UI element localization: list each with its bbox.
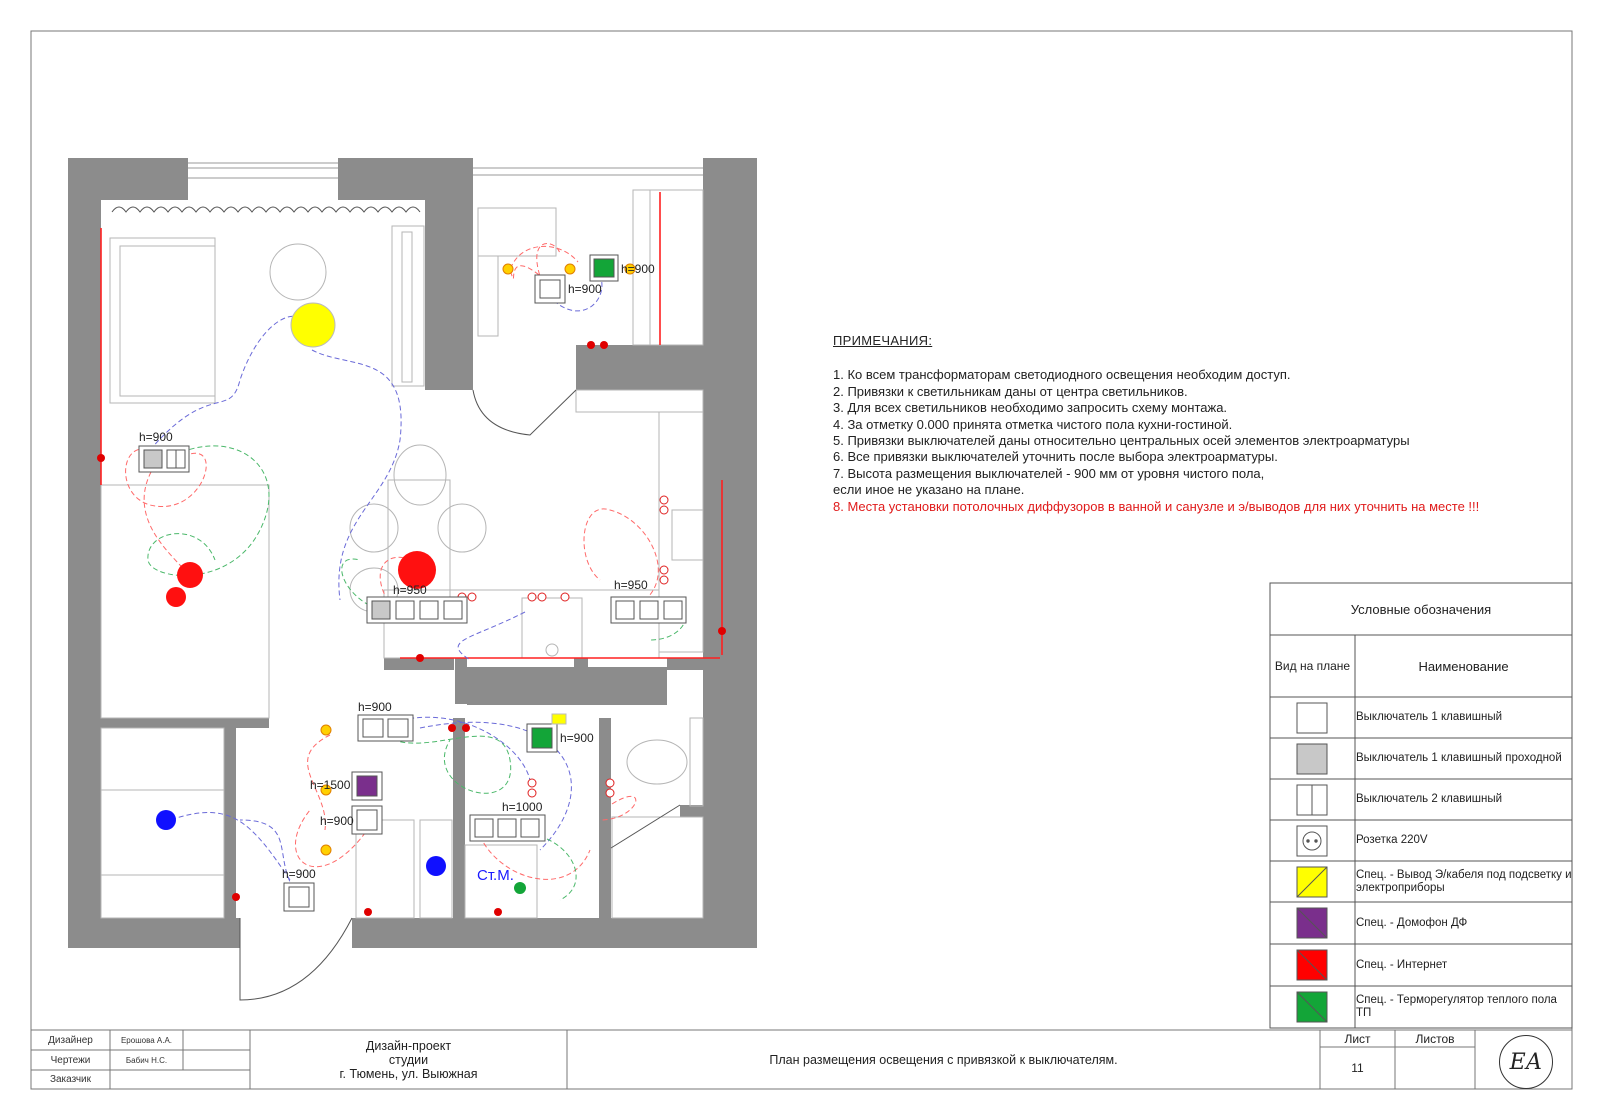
height-label: h=950 xyxy=(614,578,648,592)
project-line: г. Тюмень, ул. Выюжная xyxy=(339,1066,478,1081)
studio-logo: ЕА xyxy=(1499,1035,1553,1089)
internet-lines xyxy=(100,192,723,659)
note-warning: 8. Места установки потолочных диффузоров… xyxy=(833,498,1480,514)
storage-light xyxy=(426,856,446,876)
height-label: h=950 xyxy=(393,583,427,597)
legend-table xyxy=(1269,582,1573,1029)
legend-col-view: Вид на плане xyxy=(1274,659,1351,673)
walls xyxy=(68,158,757,948)
ceiling-light xyxy=(398,551,436,589)
project-line: Дизайн-проект xyxy=(365,1038,452,1053)
height-labels: h=900 h=950 h=950 h=900 h=900 h=900 h=90… xyxy=(139,262,655,881)
legend-row-label: Выключатель 1 клавишный xyxy=(1356,711,1503,723)
legend-row-label: Спец. - Интернет xyxy=(1356,958,1448,971)
windows xyxy=(188,162,703,179)
project-line: студии xyxy=(388,1052,429,1067)
cable-output-light xyxy=(290,302,336,348)
spot-light xyxy=(320,724,332,736)
note-item: 6. Все привязки выключателей уточнить по… xyxy=(833,449,1278,465)
legend-title: Условные обозначения xyxy=(1350,601,1492,617)
project-info: Дизайн-проект студии г. Тюмень, ул. Выюж… xyxy=(250,1030,567,1089)
spot-light xyxy=(320,844,332,856)
note-item: 4. За отметку 0.000 принята отметка чист… xyxy=(833,416,1233,432)
wardrobe-light xyxy=(156,810,176,830)
legend-symbols xyxy=(1296,702,1328,1023)
height-label: h=900 xyxy=(139,430,173,444)
curtain xyxy=(111,206,421,213)
legend-row-label: Спец. - Терморегулятор теплого пола ТП xyxy=(1356,994,1557,1019)
spot-light xyxy=(564,263,576,275)
note-item: 1. Ко всем трансформаторам светодиодного… xyxy=(833,367,1291,383)
note-item: если иное не указано на плане. xyxy=(833,482,1025,498)
title-block xyxy=(30,1029,1573,1090)
notes-title: ПРИМЕЧАНИЯ: xyxy=(833,333,933,348)
height-label: h=1500 xyxy=(310,778,351,792)
height-label: h=900 xyxy=(568,282,602,296)
sheets-label: Листов xyxy=(1415,1031,1455,1046)
wall-outlets xyxy=(457,495,669,798)
washer-dot xyxy=(514,882,526,894)
legend-row-label: Розетка 220V xyxy=(1356,834,1428,846)
role-label: Чертежи xyxy=(50,1054,91,1066)
spot-light xyxy=(624,263,636,275)
height-label: h=900 xyxy=(358,700,392,714)
height-label: h=900 xyxy=(320,814,354,828)
role-label: Заказчик xyxy=(49,1074,92,1085)
legend-col-name: Наименование xyxy=(1418,658,1509,674)
socket-icon xyxy=(1296,825,1328,857)
switches xyxy=(138,254,687,912)
note-item: 2. Привязки к светильникам даны от центр… xyxy=(833,383,1188,399)
intercom-icon xyxy=(1296,907,1328,939)
legend-row-label: Спец. - Вывод Э/кабеля под подсветку и э… xyxy=(1356,868,1572,894)
note-item: 3. Для всех светильников необходимо запр… xyxy=(833,400,1228,416)
switch-2-icon xyxy=(1296,784,1328,816)
sheet-title: План размещения освещения с привязкой к … xyxy=(769,1052,1118,1067)
legend-row-label: Спец. - Домофон ДФ xyxy=(1356,916,1468,929)
legend-row-label: Выключатель 2 клавишный xyxy=(1356,793,1503,805)
sheet-number: 11 xyxy=(1351,1061,1364,1075)
role-label: Дизайнер xyxy=(48,1034,93,1046)
person-name: Бабич Н.С. xyxy=(125,1055,168,1065)
washer-label: Ст.М. xyxy=(477,867,514,884)
thermostat-icon xyxy=(1296,991,1328,1023)
person-name: Ерошова А.А. xyxy=(120,1035,173,1045)
note-item: 5. Привязки выключателей даны относитель… xyxy=(833,433,1410,449)
height-label: h=1000 xyxy=(502,800,543,814)
height-label: h=900 xyxy=(282,867,316,881)
cable-output-icon xyxy=(1296,866,1328,898)
light-fixtures xyxy=(156,263,636,894)
internet-icon xyxy=(1296,949,1328,981)
ceiling-light xyxy=(177,562,203,588)
switch-1-icon xyxy=(1296,702,1328,734)
ceiling-light xyxy=(166,587,186,607)
height-label: h=900 xyxy=(560,731,594,745)
furniture xyxy=(100,189,704,919)
spot-light xyxy=(502,263,514,275)
spot-light xyxy=(320,784,332,796)
junction-dots xyxy=(97,341,726,916)
doors xyxy=(239,389,681,1001)
switch-1-pass-icon xyxy=(1296,743,1328,775)
legend-row-label: Выключатель 1 клавишный проходной xyxy=(1356,752,1562,764)
height-label: h=900 xyxy=(621,262,655,276)
notes-block: ПРИМЕЧАНИЯ: 1. Ко всем трансформаторам с… xyxy=(833,333,1553,515)
note-item: 7. Высота размещения выключателей - 900 … xyxy=(833,465,1265,481)
sheet-label: Лист xyxy=(1344,1031,1371,1046)
